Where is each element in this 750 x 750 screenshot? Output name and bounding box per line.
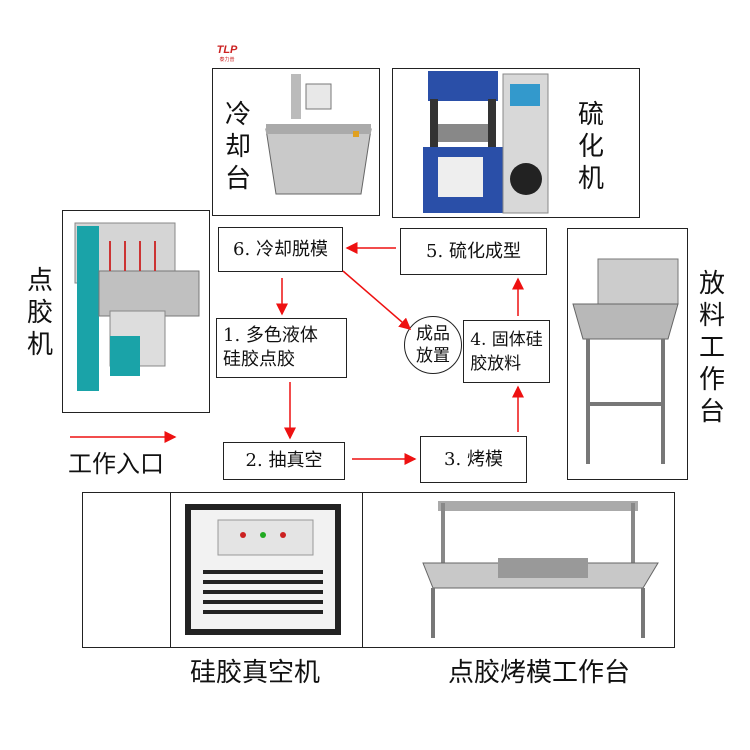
vulcanizer-frame: 硫化机: [392, 68, 640, 218]
cooling-table-frame: 冷却台: [212, 68, 380, 216]
step-6-cool-demold: 6. 冷却脱模: [218, 227, 343, 272]
dispenser-photo: [74, 222, 200, 391]
step-3-bake-mold: 3. 烤模: [420, 436, 527, 483]
vacuum-machine-label: 硅胶真空机: [190, 658, 321, 688]
step-4-load-solid: 4. 固体硅 胶放料: [463, 320, 550, 383]
logo-subtext: 泰力普: [219, 57, 235, 63]
workbench-label: 点胶烤模工作台: [448, 658, 631, 688]
logo: TLP 泰力普: [212, 44, 242, 66]
vulcanizer-label: 硫化机: [577, 100, 604, 194]
placement-workbench-frame: [567, 228, 688, 480]
empty-frame: [82, 492, 172, 648]
dispenser-frame: [62, 210, 210, 413]
arrow-6-to-finished: [342, 270, 412, 330]
step-5-vulcanize: 5. 硫化成型: [400, 228, 547, 275]
step-2-vacuum: 2. 抽真空: [223, 442, 345, 480]
cooling-table-photo: [265, 74, 372, 195]
entrance-label: 工作入口: [68, 450, 164, 478]
finished-product-circle: 成品 放置: [404, 316, 462, 374]
cooling-table-label: 冷却台: [224, 100, 251, 194]
dispenser-label: 点胶机: [26, 266, 53, 360]
vacuum-machine-frame: [170, 492, 363, 648]
placement-workbench-photo: [572, 258, 679, 464]
step-1-dispense: 1. 多色液体 硅胶点胶: [216, 318, 347, 378]
workbench-frame: [362, 492, 675, 648]
placement-workbench-label: 放料工作台: [698, 269, 725, 427]
logo-text: TLP: [216, 44, 238, 56]
workbench-photo: [422, 501, 659, 638]
vulcanizer-photo: [423, 71, 549, 214]
vacuum-machine-photo: [185, 504, 341, 635]
